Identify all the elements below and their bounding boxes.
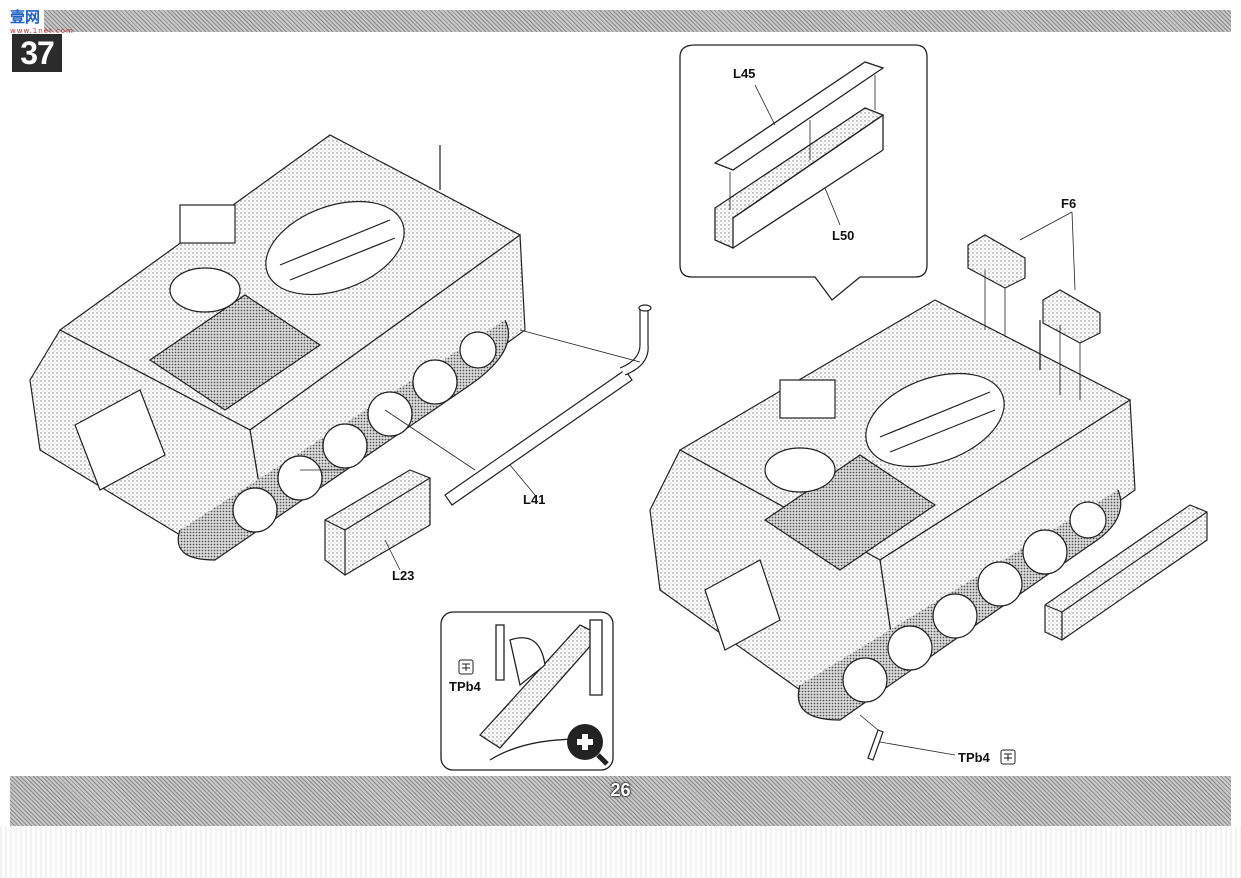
part-f6: [967, 211, 1101, 400]
glue-icon-inset: [458, 659, 474, 675]
label-l23: L23: [392, 568, 415, 583]
part-l23: [300, 469, 431, 576]
glue-icon-main: [1000, 749, 1016, 765]
label-tpb4-main: TPb4: [958, 750, 990, 765]
part-l50-installed: [1044, 504, 1208, 641]
label-f6: F6: [1061, 196, 1077, 211]
label-tpb4-inset: TPb4: [449, 679, 481, 694]
scan-speckle: [0, 826, 1241, 878]
vehicle-right: [649, 299, 1136, 721]
inset-detail-l45: [679, 44, 928, 301]
inset-detail-tpb4: [440, 611, 614, 771]
top-band: [44, 10, 1231, 32]
part-tpb4: [859, 714, 956, 761]
label-l45: L45: [733, 66, 756, 81]
bottom-band: [10, 776, 1231, 826]
label-l41: L41: [523, 492, 546, 507]
label-l50: L50: [832, 228, 855, 243]
vehicle-left: [29, 134, 526, 561]
part-l41: [384, 304, 652, 506]
step-number: 37: [12, 34, 62, 72]
magnify-plus-icon: [567, 724, 609, 766]
page-number: 26: [610, 780, 631, 800]
